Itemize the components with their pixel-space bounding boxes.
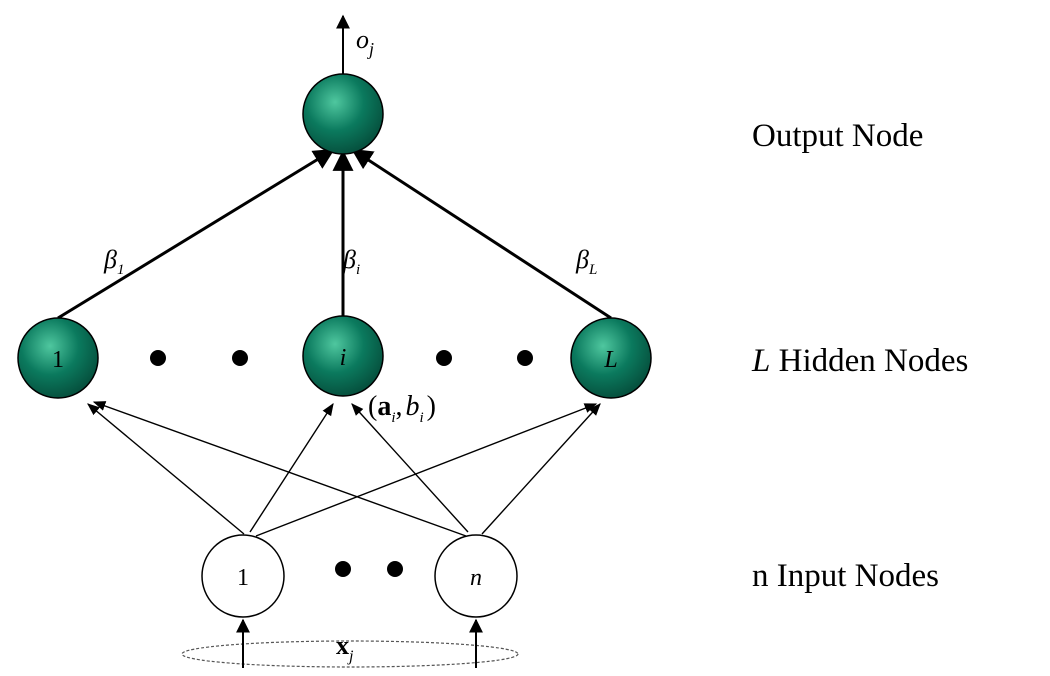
output-node — [302, 73, 384, 155]
weight-beta-L: βL — [575, 245, 597, 278]
edge-hiddenL-output — [351, 148, 612, 320]
input-ellipsis-dot — [387, 561, 403, 577]
hidden-node-i-label: i — [340, 345, 347, 371]
edge-input1-hidden1 — [87, 403, 245, 535]
input-node-1 — [201, 534, 285, 618]
output-label: oj — [356, 25, 374, 59]
edge-inputn-hiddenL — [481, 403, 601, 535]
hidden-node-L-label: L — [603, 347, 617, 373]
hidden-ellipsis-dot — [150, 350, 166, 366]
weight-beta-i: βi — [342, 245, 360, 278]
input-node-n — [434, 534, 518, 618]
hidden-params: (ai,bi) — [368, 391, 436, 426]
hidden-ellipsis-dot — [517, 350, 533, 366]
hidden-node-1-label: 1 — [52, 347, 64, 373]
input-vector-ellipse — [181, 640, 519, 668]
edge-inputn-hidden1 — [92, 401, 467, 537]
weight-beta-1: β1 — [103, 245, 124, 278]
edge-input1-hiddenL — [255, 403, 598, 537]
edge-hidden1-output — [57, 148, 335, 320]
input-node-1-label: 1 — [237, 565, 249, 591]
hidden-ellipsis-dot — [436, 350, 452, 366]
hidden-node-1 — [17, 317, 99, 399]
input-vector-label: xj — [336, 631, 354, 665]
input-ellipsis-dot — [335, 561, 351, 577]
input-node-n-label: n — [470, 565, 482, 591]
edge-input1-hiddeni — [249, 402, 334, 533]
hidden-ellipsis-dot — [232, 350, 248, 366]
edge-inputn-hiddeni — [351, 403, 469, 533]
layer-label-output: Output Node — [752, 118, 923, 154]
layer-label-input: n Input Nodes — [752, 558, 939, 594]
hidden-node-i — [302, 315, 384, 397]
layer-label-hidden: L Hidden Nodes — [751, 343, 968, 379]
hidden-node-L — [570, 317, 652, 399]
